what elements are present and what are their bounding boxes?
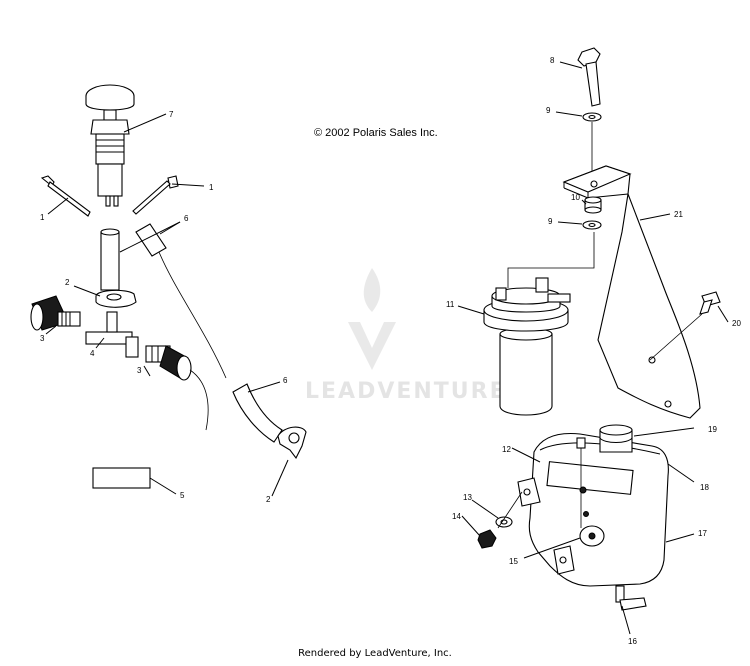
callout-12: 12 (502, 445, 511, 454)
hose-angled-part-6[interactable] (135, 223, 167, 257)
callout-15: 15 (509, 557, 518, 566)
watermark-logo: LEADVENTURE (305, 268, 507, 404)
spacer-part-10[interactable] (584, 196, 602, 214)
leader-lines-left (45, 113, 289, 497)
primer-knob-part-7[interactable] (85, 84, 135, 207)
cable-tie-right-part-1[interactable] (132, 175, 179, 215)
callout-11: 11 (446, 300, 455, 309)
callout-7: 7 (169, 110, 174, 119)
leader-lines-right (457, 61, 729, 635)
fitting-left-part-3[interactable] (30, 295, 81, 331)
callout-10: 10 (571, 193, 580, 202)
clamp-upper-part-2[interactable] (95, 289, 137, 308)
bolt-part-20[interactable] (699, 291, 721, 315)
callout-2-lower: 2 (266, 495, 271, 504)
callout-8: 8 (550, 56, 555, 65)
nut-part-14[interactable] (477, 529, 497, 549)
callout-3-right: 3 (137, 366, 142, 375)
outlet-fitting-part-16[interactable] (615, 585, 647, 611)
washer-upper-part-9[interactable] (582, 112, 602, 122)
bolt-part-8[interactable] (577, 47, 601, 107)
hose-routing-line (158, 251, 227, 379)
callout-18: 18 (700, 483, 709, 492)
callout-13: 13 (463, 493, 472, 502)
callout-9-upper: 9 (546, 106, 551, 115)
callout-labels: 7 1 1 6 2 3 4 3 6 5 2 8 9 10 9 21 11 20 … (40, 56, 741, 646)
label-box-part-5[interactable] (92, 467, 151, 489)
oil-tank-part-17[interactable] (517, 424, 669, 587)
callout-1-left: 1 (40, 213, 45, 222)
washer-lower-part-9[interactable] (582, 220, 602, 230)
bracket-part-21[interactable] (562, 165, 701, 419)
pump-mount-line (507, 232, 595, 288)
fuel-pump-part-11[interactable] (483, 277, 571, 416)
callout-21: 21 (674, 210, 683, 219)
clamp-lower-part-2[interactable] (277, 426, 307, 460)
callout-19: 19 (708, 425, 717, 434)
watermark-text: LEADVENTURE (305, 379, 507, 404)
tee-fitting-part-4[interactable] (85, 311, 139, 358)
fuel-line-routing (189, 369, 209, 431)
mount-bolt-axis (497, 491, 523, 529)
callout-6-upper: 6 (184, 214, 189, 223)
callout-1-right: 1 (209, 183, 214, 192)
callout-4: 4 (90, 349, 95, 358)
callout-14: 14 (452, 512, 461, 521)
callout-2-upper: 2 (65, 278, 70, 287)
hose-short-part-6[interactable] (100, 228, 120, 291)
hose-long-part-6[interactable] (232, 383, 283, 443)
callout-16: 16 (628, 637, 637, 646)
bolt-20-axis (649, 313, 703, 361)
callout-17: 17 (698, 529, 707, 538)
callout-20: 20 (732, 319, 741, 328)
callout-9-lower: 9 (548, 217, 553, 226)
copyright-text: © 2002 Polaris Sales Inc. (314, 127, 438, 139)
fitting-right-part-3[interactable] (145, 345, 192, 381)
cable-tie-left-part-1[interactable] (40, 175, 91, 217)
vent-fitting-part-19[interactable] (576, 437, 589, 528)
callout-5: 5 (180, 491, 185, 500)
callout-6-lower: 6 (283, 376, 288, 385)
callout-3-left: 3 (40, 334, 45, 343)
footer-rendered-by: Rendered by LeadVenture, Inc. (298, 648, 452, 659)
